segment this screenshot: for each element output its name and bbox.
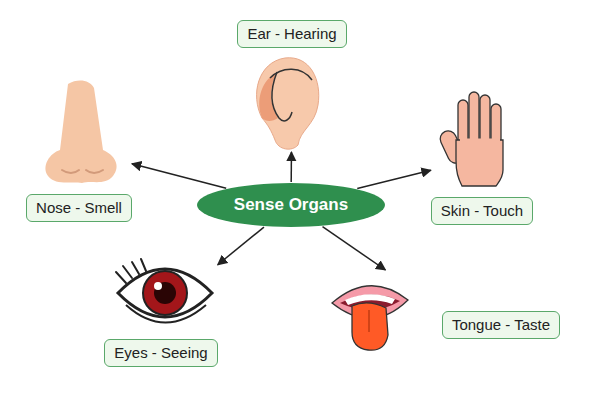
organ-label: Tongue - Taste <box>442 311 560 339</box>
eye-illustration <box>116 259 212 323</box>
organ-group: Eyes - Seeing <box>104 255 217 367</box>
organ-group: Skin - Touch <box>431 90 533 225</box>
connector-arrow <box>357 170 431 188</box>
organ-group: Tongue - Taste <box>330 270 560 352</box>
ear-illustration <box>257 58 319 149</box>
hand-illustration <box>438 92 503 186</box>
organ-label: Eyes - Seeing <box>104 339 217 367</box>
nose-illustration <box>46 81 117 183</box>
organ-group: Ear - Hearing <box>237 20 346 152</box>
hub-ellipse: Sense Organs <box>196 182 386 228</box>
hub-label: Sense Organs <box>234 195 348 215</box>
organ-label: Ear - Hearing <box>237 20 346 48</box>
connector-arrow <box>218 227 264 265</box>
connector-arrow <box>323 227 386 270</box>
mouth-illustration <box>332 286 408 350</box>
organ-label: Skin - Touch <box>431 197 533 225</box>
organ-group: Nose - Smell <box>26 78 132 222</box>
connector-arrow <box>132 164 226 188</box>
organ-label: Nose - Smell <box>26 194 132 222</box>
connector-arrow <box>290 152 292 182</box>
